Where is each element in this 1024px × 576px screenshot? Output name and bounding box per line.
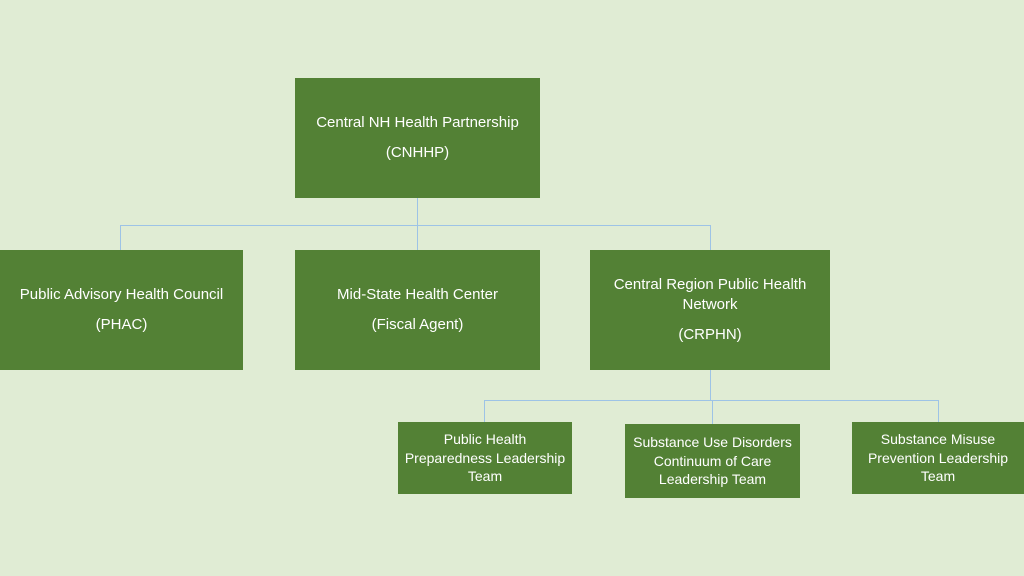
connector-drop-midstate (417, 225, 418, 250)
connector-drop-preparedness (484, 400, 485, 422)
org-node-smp-team: Substance Misuse Prevention Leadership T… (852, 422, 1024, 494)
org-node-subtitle: (PHAC) (95, 316, 148, 333)
connector-drop-crphn (710, 225, 711, 250)
connector-drop-smp (938, 400, 939, 422)
org-node-title: Substance Use Disorders Continuum of Car… (633, 433, 792, 488)
org-node-title: Central Region Public Health Network (613, 275, 807, 313)
org-node-title: Public Advisory Health Council (19, 285, 224, 303)
org-node-title: Mid-State Health Center (337, 285, 498, 303)
org-node-midstate: Mid-State Health Center (Fiscal Agent) (295, 250, 540, 370)
connector-crphn-stem (710, 370, 711, 400)
org-node-sud-continuum-team: Substance Use Disorders Continuum of Car… (625, 424, 800, 498)
org-node-subtitle: (CRPHN) (678, 326, 742, 344)
connector-level3-rail (484, 400, 939, 401)
connector-level2-rail (120, 225, 711, 226)
org-node-title: Central NH Health Partnership (316, 113, 519, 131)
org-node-crphn: Central Region Public Health Network (CR… (590, 250, 830, 370)
connector-root-stem (417, 198, 418, 225)
org-node-title: Substance Misuse Prevention Leadership T… (867, 430, 1009, 485)
org-node-subtitle: (CNHHP) (385, 144, 450, 161)
org-node-subtitle: (Fiscal Agent) (371, 316, 464, 333)
org-node-phac: Public Advisory Health Council (PHAC) (0, 250, 243, 370)
org-node-title: Public Health Preparedness Leadership Te… (404, 430, 566, 485)
connector-drop-phac (120, 225, 121, 250)
connector-drop-sud (712, 400, 713, 424)
org-node-preparedness-team: Public Health Preparedness Leadership Te… (398, 422, 572, 494)
org-node-cnhhp: Central NH Health Partnership (CNHHP) (295, 78, 540, 198)
